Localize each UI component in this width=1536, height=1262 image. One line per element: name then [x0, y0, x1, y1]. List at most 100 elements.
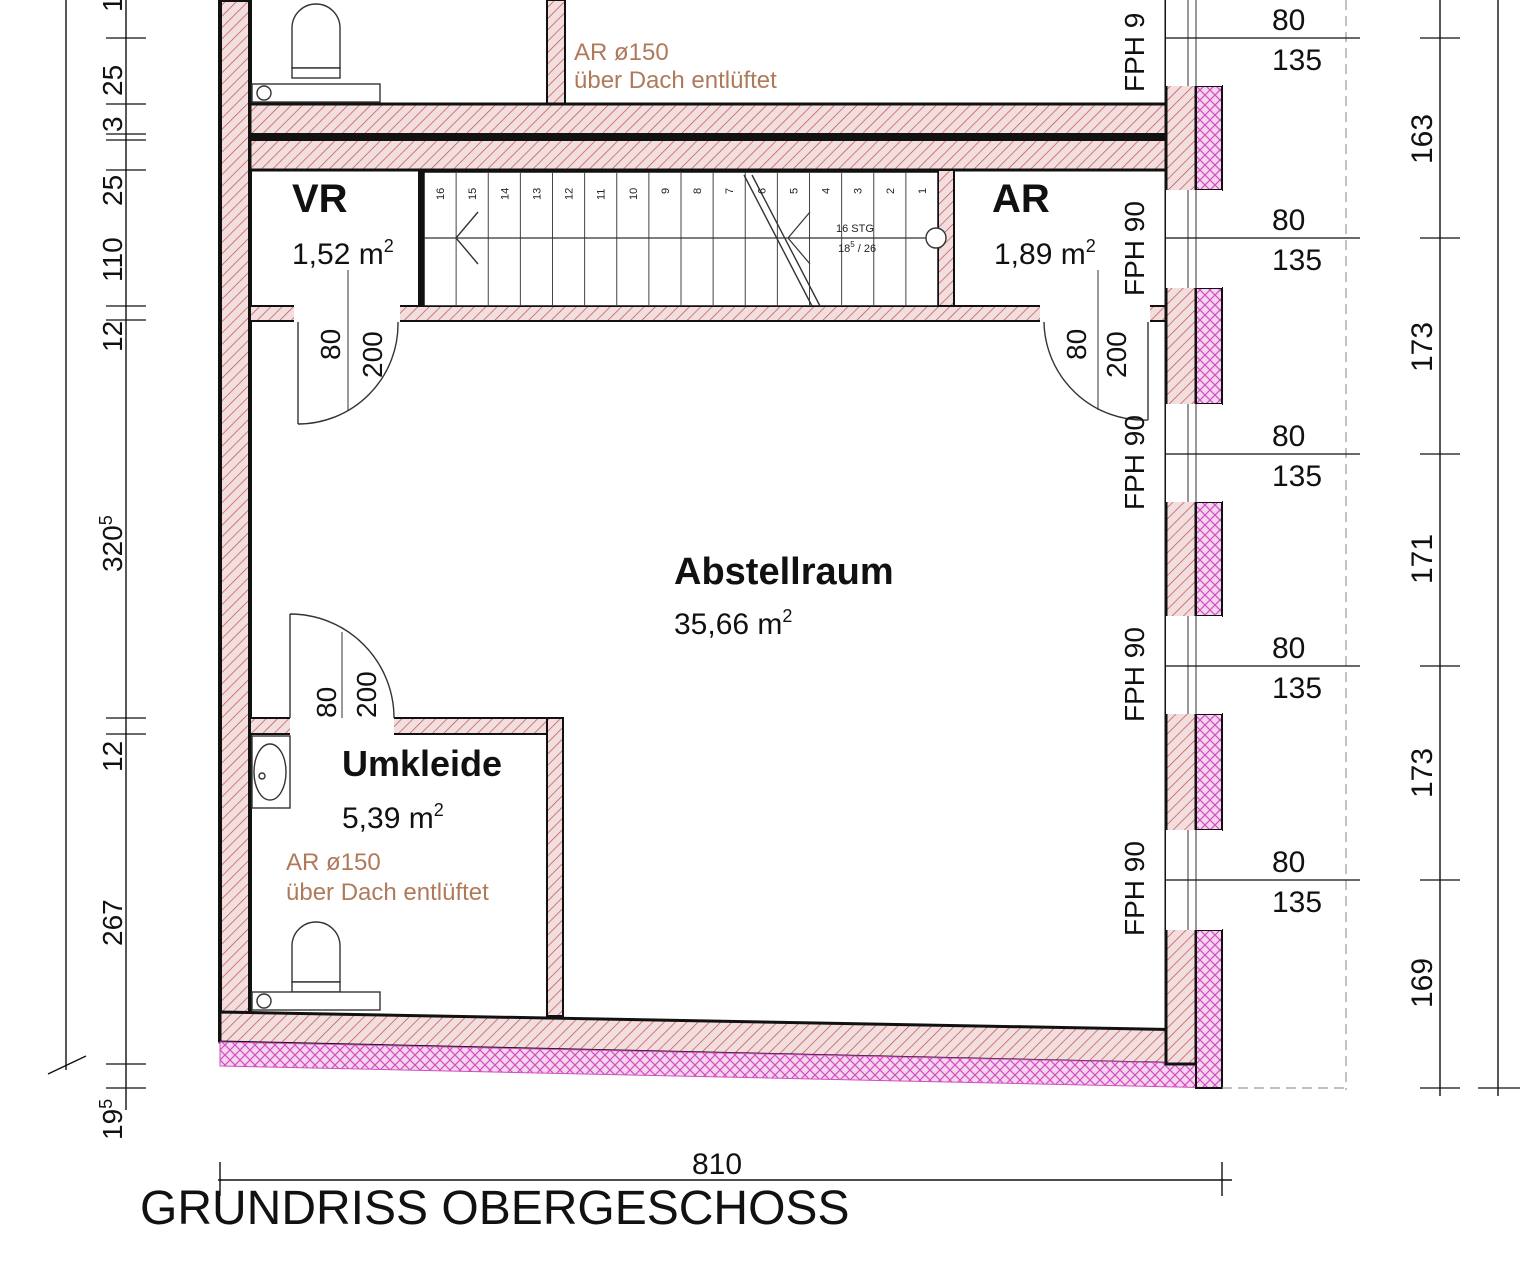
door-vr-width: 80 [315, 329, 346, 360]
window-label-3: FPH 90 [1119, 415, 1150, 510]
window-opening-3 [1166, 404, 1222, 502]
vent-note-umkleide-line2: über Dach entlüftet [286, 879, 489, 906]
drawing-title: GRUNDRISS OBERGESCHOSS [140, 1182, 849, 1235]
door-swing-vr [297, 321, 399, 425]
window-opening-2 [1166, 190, 1222, 288]
toilet-icon [251, 3, 381, 103]
dim-right-1: 163 [1406, 114, 1439, 164]
window-label-4: FPH 90 [1119, 627, 1150, 722]
dim-left-top: 1 [97, 0, 128, 12]
stair-step-number: 9 [660, 188, 672, 194]
window-labels: FPH 9 FPH 90 FPH 90 FPH 90 FPH 90 [1119, 13, 1150, 936]
door-opening-vr [294, 305, 400, 323]
stair-step-number: 12 [564, 188, 576, 200]
height-label-1: 135 [1272, 44, 1322, 77]
wall-top-partition [546, 0, 566, 105]
room-name-vr: VR [292, 177, 348, 221]
stair-step-number: 5 [788, 188, 800, 194]
stair-arrow-icon [455, 211, 479, 265]
sink-icon [251, 735, 291, 809]
wall-umkleide-right [546, 717, 564, 1017]
room-area-abstellraum: 35,66 m2 [674, 606, 792, 641]
dim-left-3: 3 [97, 116, 128, 132]
door-umkleide-width: 80 [311, 687, 342, 718]
window-opening-4 [1166, 616, 1222, 714]
door-umkleide-height: 200 [351, 671, 382, 718]
insulation-right-5 [1195, 929, 1223, 1089]
door-vr-height: 200 [357, 331, 388, 378]
sill-label-1: 80 [1272, 4, 1305, 37]
dim-right-4: 173 [1406, 748, 1439, 798]
height-label-3: 135 [1272, 460, 1322, 493]
dim-right-5: 169 [1406, 958, 1439, 1008]
stair-step-number: 7 [724, 188, 736, 194]
insulation-right-2 [1195, 287, 1223, 405]
door-swing-umkleide [289, 613, 395, 719]
dim-bottom-width: 810 [692, 1148, 742, 1181]
window-label-5: FPH 90 [1119, 841, 1150, 936]
dim-left-320: 3205 [96, 515, 128, 572]
stair-step-number: 6 [756, 188, 768, 194]
sill-label-3: 80 [1272, 420, 1305, 453]
fixtures [251, 3, 381, 1011]
dim-right-2: 173 [1406, 322, 1439, 372]
vent-note-top-line2: über Dach entlüftet [574, 67, 777, 94]
wall-vr-stair [418, 170, 424, 306]
vent-note-umkleide-line1: AR ø150 [286, 849, 381, 876]
room-name-abstellraum: Abstellraum [674, 551, 894, 593]
stair-step-number: 11 [596, 189, 608, 200]
dimensions-right: 80 135 80 135 80 135 80 135 80 135 163 1… [1166, 0, 1520, 1096]
dim-left-25b: 25 [97, 175, 128, 206]
sill-label-4: 80 [1272, 632, 1305, 665]
door-ar-width: 80 [1061, 329, 1092, 360]
room-area-ar: 1,89 m2 [994, 236, 1096, 271]
dim-left-19: 195 [96, 1099, 128, 1140]
door-opening-ar [1040, 305, 1150, 323]
insulation-right-3 [1195, 501, 1223, 617]
stair-step-number: 14 [499, 188, 511, 200]
stair-step-number: 15 [467, 188, 479, 200]
height-label-2: 135 [1272, 244, 1322, 277]
dim-left-110: 110 [97, 237, 128, 282]
stair-step-number: 3 [853, 188, 865, 194]
window-label-2: FPH 90 [1119, 201, 1150, 296]
dim-left-267: 267 [97, 899, 128, 946]
stair-note-line1: 16 STG [836, 223, 874, 235]
stair-step-number: 1 [917, 188, 929, 194]
window-label-top: FPH 9 [1119, 13, 1150, 92]
sill-label-5: 80 [1272, 846, 1305, 879]
door-opening-umkleide [290, 716, 394, 736]
dim-left-12b: 12 [97, 741, 128, 772]
dim-left-12a: 12 [97, 321, 128, 352]
window-opening-1 [1166, 0, 1222, 86]
vent-note-top-line1: AR ø150 [574, 39, 669, 66]
door-swing-ar [1043, 321, 1149, 421]
height-label-5: 135 [1272, 886, 1322, 919]
door-labels: 80 200 80 200 80 200 [311, 329, 1132, 718]
stair-step-number: 8 [692, 188, 704, 194]
insulation-right-4 [1195, 713, 1223, 831]
room-name-ar: AR [992, 177, 1050, 221]
room-name-umkleide: Umkleide [342, 743, 502, 784]
room-area-umkleide: 5,39 m2 [342, 800, 444, 835]
stair-step-number: 4 [821, 188, 833, 194]
room-area-vr: 1,52 m2 [292, 236, 394, 271]
dim-left-25a: 25 [97, 65, 128, 96]
stair-step-number: 2 [885, 188, 897, 194]
stair-step-number: 10 [628, 188, 640, 200]
sill-label-2: 80 [1272, 204, 1305, 237]
toilet-icon [251, 921, 381, 1011]
stair-step-number: 13 [531, 188, 543, 200]
door-ar-height: 200 [1101, 331, 1132, 378]
insulation-right-1 [1195, 85, 1223, 191]
height-label-4: 135 [1272, 672, 1322, 705]
dimensions-left: 1 25 3 25 110 12 3205 12 267 195 [47, 0, 146, 1140]
wall-left [218, 0, 252, 1042]
dimensions-bottom: 810 [218, 1148, 1232, 1196]
room-labels: VR 1,52 m2 AR 1,89 m2 Abstellraum 35,66 … [286, 39, 1096, 906]
doors [289, 270, 1149, 719]
walls [218, 0, 1223, 1089]
stair-note-line2: 185 / 26 [838, 240, 876, 255]
